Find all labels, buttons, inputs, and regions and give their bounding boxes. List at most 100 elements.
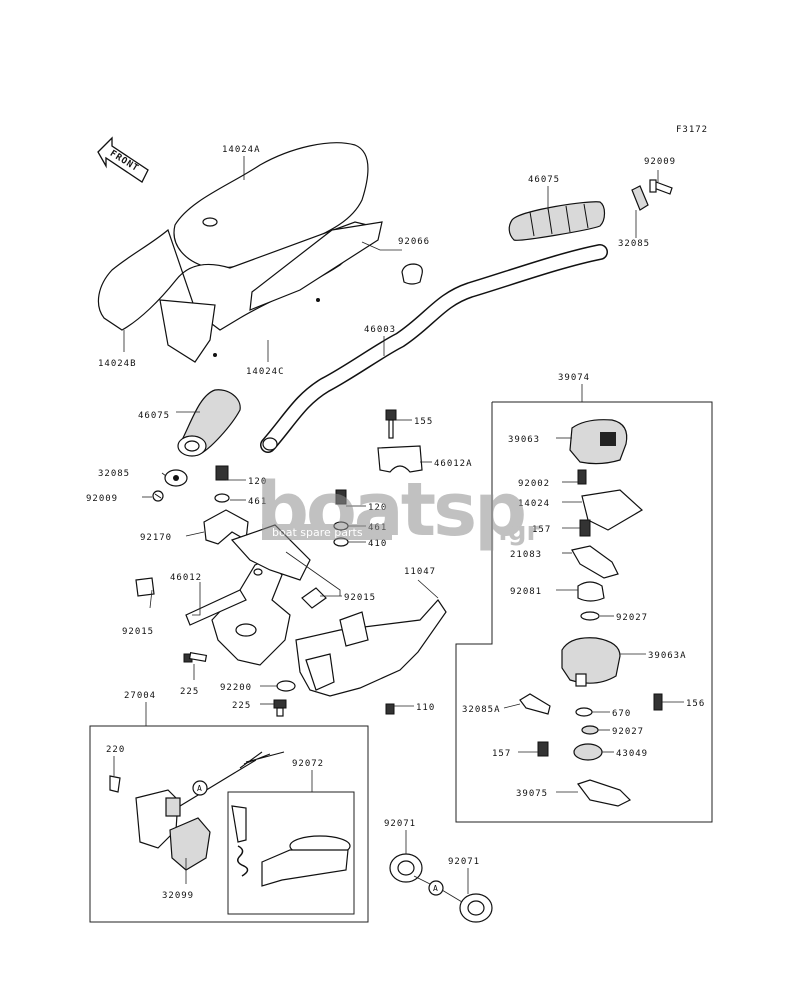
label-92072: 92072 [292,759,324,769]
label-46075-left: 46075 [138,411,170,421]
plug-cap-part [401,263,423,285]
label-225-lower: 225 [232,701,251,711]
clip-92015-right [301,587,327,609]
label-46012: 46012 [170,573,202,583]
bolt-120-right [335,489,347,505]
label-92002: 92002 [518,479,550,489]
gasket-14024 [581,489,644,531]
label-157-lower: 157 [492,749,511,759]
label-110: 110 [416,703,435,713]
switch-housing-27004 [135,751,285,849]
washer-92027-upper [580,611,600,621]
washer-461-left [214,493,230,503]
label-92071-lower: 92071 [448,857,480,867]
label-225-upper: 225 [180,687,199,697]
label-120-left: 120 [248,477,267,487]
bolt-157-upper [579,519,591,537]
screw-right-part [649,179,673,195]
bolt-110 [385,703,395,715]
label-92071-upper: 92071 [384,819,416,829]
seat-assembly [97,142,383,363]
label-92027-upper: 92027 [616,613,648,623]
oring-670 [575,707,593,717]
label-220: 220 [106,745,125,755]
handlebar-part [260,244,608,453]
label-39063: 39063 [508,435,540,445]
label-11047: 11047 [404,567,436,577]
left-grip-part [177,389,241,457]
label-92066: 92066 [398,237,430,247]
label-43049: 43049 [616,749,648,759]
label-92015-right: 92015 [344,593,376,603]
label-32099: 32099 [162,891,194,901]
front-arrow-icon: FRONT [97,136,149,183]
label-46075-right: 46075 [528,175,560,185]
connector-marker-a-left [192,780,208,796]
label-157-upper: 157 [532,525,551,535]
lever-21083 [571,545,619,579]
bolt-156 [653,693,663,711]
bolt-157-lower [537,741,549,757]
label-670: 670 [612,709,631,719]
label-a-left: A [197,784,203,793]
label-92081: 92081 [510,587,542,597]
label-14024C: 14024C [246,367,285,377]
label-14024A: 14024A [222,145,261,155]
label-14024B: 14024B [98,359,137,369]
leader-lines [113,156,684,903]
label-155: 155 [414,417,433,427]
right-grip-part [508,201,606,241]
label-410: 410 [368,539,387,549]
bracket-11047 [295,599,447,697]
label-92027-lower: 92027 [612,727,644,737]
label-27004: 27004 [124,691,156,701]
link-32085A [519,693,551,715]
label-32085A: 32085A [462,705,501,715]
label-92170: 92170 [140,533,172,543]
label-32085-left: 32085 [98,469,130,479]
group-box-39074 [455,401,713,823]
label-92015-left: 92015 [122,627,154,637]
bar-end-weight-right [631,185,649,211]
label-39075: 39075 [516,789,548,799]
watermark-main: boatsp [256,467,524,553]
label-46003: 46003 [364,325,396,335]
bolt-120-left [215,465,229,481]
label-46012A: 46012A [434,459,473,469]
bolt-155 [385,409,397,439]
clamp-46012A [377,445,423,473]
connector-marker-a-right [428,880,444,896]
screw-left-part [152,490,164,502]
holder-46012 [185,524,311,666]
label-92200: 92200 [220,683,252,693]
cover-39063 [569,419,628,465]
label-39063A: 39063A [648,651,687,661]
label-156: 156 [686,699,705,709]
label-21083: 21083 [510,550,542,560]
watermark-suffix: .gr [498,517,539,547]
watermark: boatsp .gr boat spare parts [256,467,539,553]
part-labels: 14024A 14024B 14024C 92066 46075 92009 3… [86,145,705,901]
label-a-right: A [433,884,439,893]
label-461-left: 461 [248,497,267,507]
clip-92015-left [135,577,155,597]
seal-43049 [573,743,603,761]
bolt-225-lower [273,699,287,717]
switch-cover-32099 [169,817,211,871]
figure-code: F3172 [676,125,708,135]
label-39074: 39074 [558,373,590,383]
screw-92002 [577,469,587,485]
group-box-92072 [227,791,355,915]
group-box-27004 [89,725,369,923]
watermark-tagline: boat spare parts [272,526,363,539]
label-14024: 14024 [518,499,550,509]
washer-92200 [276,680,296,692]
clamp-92072 [231,805,351,887]
bracket-92170 [203,509,249,545]
spring-92081 [577,581,605,602]
label-32085-right: 32085 [618,239,650,249]
lever-39075 [577,779,632,807]
washer-92027-lower [581,725,599,735]
housing-39063A [561,637,621,687]
